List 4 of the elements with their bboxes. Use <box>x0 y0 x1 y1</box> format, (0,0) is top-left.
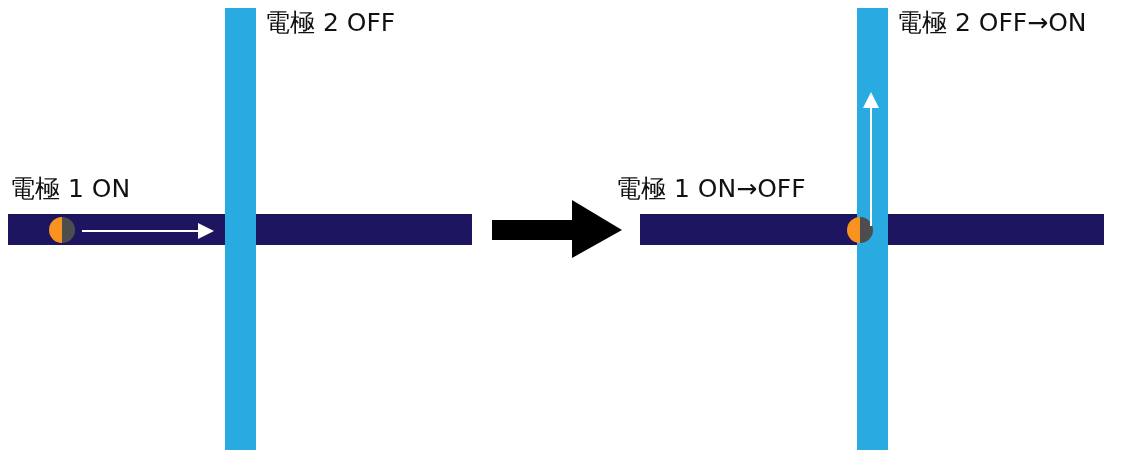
electrode-label: 電極 1 ON→OFF <box>616 174 806 204</box>
electrode-label: 電極 2 OFF→ON <box>897 8 1087 38</box>
electrode-label: 電極 2 OFF <box>265 8 396 38</box>
electrode-label: 電極 1 ON <box>10 174 131 204</box>
